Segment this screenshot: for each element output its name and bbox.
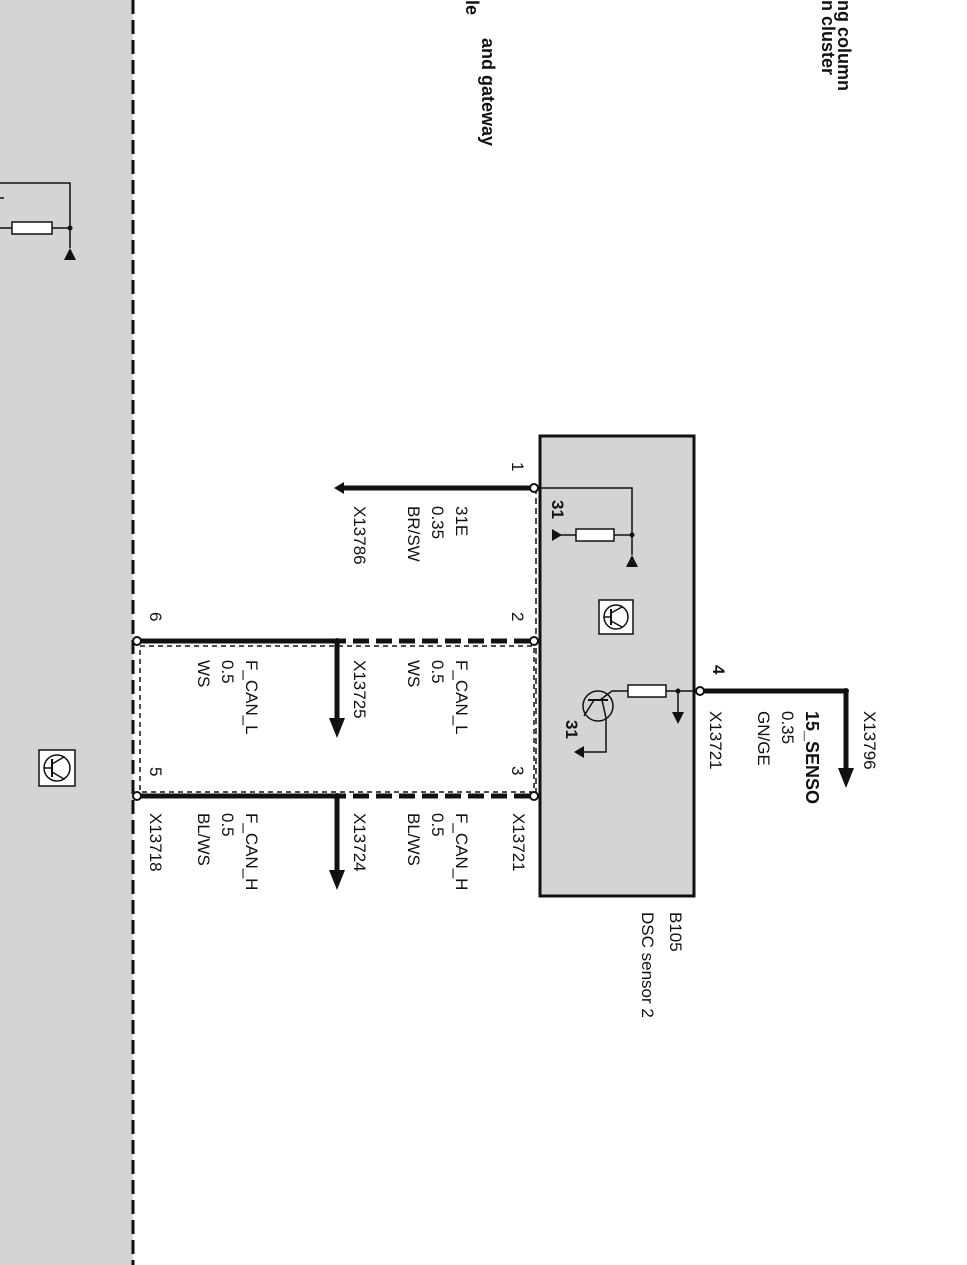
wire-can-h-b-gauge: 0.5 <box>218 813 237 837</box>
connector-x13721-left: X13721 <box>509 813 528 872</box>
ground-arrow-icon <box>626 555 638 567</box>
pin-6: 6 <box>146 612 165 621</box>
pin-3: 3 <box>508 766 527 775</box>
wire-can-l-b-gauge: 0.5 <box>218 660 237 684</box>
pin-5: 5 <box>146 767 165 776</box>
wire-can-h-a-color: BL/WS <box>404 813 423 866</box>
wire-power-signal: 15_SENSO <box>802 711 822 804</box>
wire-can-h-a-signal: F_CAN_H <box>452 813 471 890</box>
b105-transistor-ground-label: 31 <box>562 720 581 739</box>
wire-power-gauge: 0.35 <box>778 711 797 744</box>
control-module-region <box>0 0 133 1265</box>
ground-terminal-icon <box>334 482 344 494</box>
wire-can-l-a-signal: F_CAN_L <box>452 660 471 735</box>
b105-ground-label: 31 <box>548 500 567 519</box>
connector-x13725: X13725 <box>350 660 369 719</box>
ground-arrow-icon <box>64 248 76 260</box>
wire-can-h-b-color: BL/WS <box>194 813 213 866</box>
header-gateway: and gateway <box>478 38 498 146</box>
wire-power-color: GN/GE <box>754 711 773 766</box>
transistor-icon <box>582 690 614 722</box>
left-module-transistor-icon <box>38 749 76 787</box>
connector-x13724: X13724 <box>350 813 369 872</box>
wire-can-h-b-signal: F_CAN_H <box>242 813 261 890</box>
wire-can-l-b-signal: F_CAN_L <box>242 660 261 735</box>
wire-ground-signal: 31E <box>452 506 471 536</box>
header-instrument-cluster: n cluster <box>818 0 838 75</box>
connector-x13718: X13718 <box>146 813 165 872</box>
arrow-down-icon <box>329 870 345 890</box>
arrow-down-icon <box>838 768 854 788</box>
component-id: B105 <box>666 912 685 952</box>
connector-x13796: X13796 <box>860 711 879 770</box>
arrow-down-icon <box>329 718 345 738</box>
pin-4: 4 <box>709 665 728 675</box>
connector-x13786: X13786 <box>350 506 369 565</box>
wire-ground-color: BR/SW <box>404 506 423 562</box>
header-module: le <box>462 0 482 15</box>
b105-sensor-icon <box>598 599 634 635</box>
wire-can-h-a-gauge: 0.5 <box>428 813 447 837</box>
pin-2: 2 <box>508 612 527 621</box>
wire-ground-gauge: 0.35 <box>428 506 447 539</box>
component-name: DSC sensor 2 <box>638 912 657 1018</box>
b105-ground-circuit <box>540 487 638 567</box>
connector-x13721-right: X13721 <box>706 711 725 770</box>
pin-1: 1 <box>508 462 527 471</box>
left-module-ground-circuit <box>0 182 76 260</box>
wire-can-l-a-color: WS <box>404 660 423 687</box>
ground-arrow-icon <box>672 712 684 724</box>
b105-transistor-circuit <box>574 684 694 758</box>
wire-can-l-a-gauge: 0.5 <box>428 660 447 684</box>
wire-can-l-b-color: WS <box>194 660 213 687</box>
dsc-sensor-2-box <box>538 434 696 898</box>
resistor-icon <box>627 684 667 698</box>
header-steering-column: ng column <box>834 0 854 91</box>
resistor-icon <box>575 528 615 542</box>
resistor-icon <box>11 221 53 235</box>
